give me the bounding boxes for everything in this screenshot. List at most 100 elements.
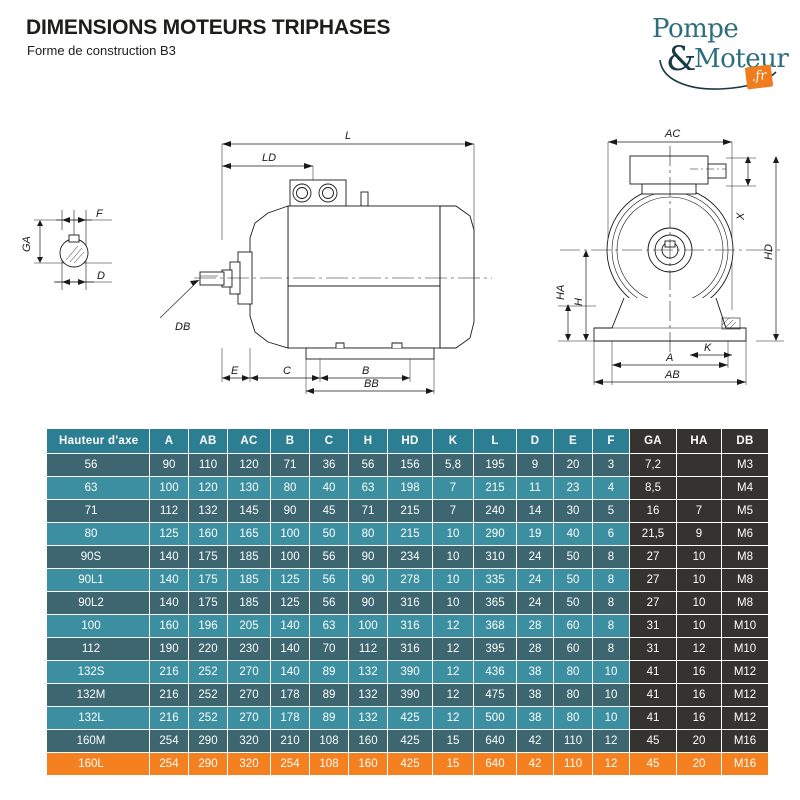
cell-k: 12 <box>433 684 473 706</box>
cell-ga: 41 <box>630 684 676 706</box>
cell-ab: 252 <box>189 684 227 706</box>
svg-text:DB: DB <box>175 321 190 333</box>
cell-ga: 41 <box>630 661 676 683</box>
cell-db: M10 <box>722 615 768 637</box>
cell-h: 80 <box>349 523 387 545</box>
col-header-db: DB <box>722 429 768 453</box>
svg-text:X: X <box>735 212 747 221</box>
cell-e: 110 <box>554 753 592 775</box>
cell-d: 14 <box>517 500 553 522</box>
cell-k: 7 <box>433 477 473 499</box>
cell-db: M16 <box>722 730 768 752</box>
cell-l: 395 <box>474 638 516 660</box>
col-header-ac: AC <box>228 429 270 453</box>
cell-l: 500 <box>474 707 516 729</box>
cell-ab: 175 <box>189 546 227 568</box>
cell-b: 178 <box>271 684 309 706</box>
motor-end-elevation: AC <box>555 128 784 385</box>
cell-hd: 425 <box>388 730 432 752</box>
cell-b: 100 <box>271 523 309 545</box>
cell-a: 254 <box>150 753 188 775</box>
cell-hauteur-daxe: 112 <box>47 638 149 660</box>
cell-d: 24 <box>517 569 553 591</box>
col-header-e: E <box>554 429 592 453</box>
cell-e: 20 <box>554 454 592 476</box>
cell-l: 215 <box>474 477 516 499</box>
cell-hauteur-daxe: 56 <box>47 454 149 476</box>
brand-logo[interactable]: Pompe & Moteur .fr <box>642 14 792 94</box>
cell-k: 10 <box>433 592 473 614</box>
cell-ga: 41 <box>630 707 676 729</box>
cell-c: 70 <box>310 638 348 660</box>
col-header-f: F <box>593 429 629 453</box>
cell-f: 8 <box>593 592 629 614</box>
logo-text-pompe: Pompe <box>652 14 739 44</box>
cell-k: 12 <box>433 661 473 683</box>
cell-d: 19 <box>517 523 553 545</box>
cell-c: 108 <box>310 753 348 775</box>
cell-l: 335 <box>474 569 516 591</box>
cell-f: 10 <box>593 707 629 729</box>
cell-e: 23 <box>554 477 592 499</box>
col-header-hd: HD <box>388 429 432 453</box>
cell-ha: 20 <box>677 753 721 775</box>
col-header-l: L <box>474 429 516 453</box>
cell-ab: 175 <box>189 592 227 614</box>
cell-db: M8 <box>722 592 768 614</box>
cell-db: M12 <box>722 661 768 683</box>
cell-a: 140 <box>150 569 188 591</box>
cell-h: 71 <box>349 500 387 522</box>
cell-a: 254 <box>150 730 188 752</box>
col-header-b: B <box>271 429 309 453</box>
page-subtitle: Forme de construction B3 <box>27 43 176 58</box>
cell-a: 216 <box>150 661 188 683</box>
cell-c: 36 <box>310 454 348 476</box>
cell-l: 195 <box>474 454 516 476</box>
cell-b: 140 <box>271 661 309 683</box>
cell-f: 8 <box>593 638 629 660</box>
cell-e: 80 <box>554 684 592 706</box>
cell-ab: 196 <box>189 615 227 637</box>
cell-ha <box>677 454 721 476</box>
cell-b: 71 <box>271 454 309 476</box>
cell-hauteur-daxe: 132L <box>47 707 149 729</box>
cell-e: 110 <box>554 730 592 752</box>
cell-k: 10 <box>433 523 473 545</box>
cell-ac: 165 <box>228 523 270 545</box>
cell-d: 38 <box>517 707 553 729</box>
cell-c: 50 <box>310 523 348 545</box>
cell-hd: 156 <box>388 454 432 476</box>
cell-l: 475 <box>474 684 516 706</box>
cell-ac: 130 <box>228 477 270 499</box>
cell-b: 254 <box>271 753 309 775</box>
svg-text:HA: HA <box>555 285 567 300</box>
cell-e: 60 <box>554 615 592 637</box>
technical-drawing: GA F D L LD <box>21 128 784 394</box>
cell-h: 160 <box>349 730 387 752</box>
cell-ac: 185 <box>228 592 270 614</box>
page-title: DIMENSIONS MOTEURS TRIPHASES <box>26 16 391 39</box>
cell-hd: 198 <box>388 477 432 499</box>
cell-ab: 290 <box>189 753 227 775</box>
cell-hd: 215 <box>388 523 432 545</box>
cell-l: 240 <box>474 500 516 522</box>
cell-c: 56 <box>310 569 348 591</box>
cell-h: 160 <box>349 753 387 775</box>
cell-a: 140 <box>150 592 188 614</box>
cell-c: 56 <box>310 592 348 614</box>
cell-d: 9 <box>517 454 553 476</box>
cell-db: M12 <box>722 707 768 729</box>
cell-hauteur-daxe: 100 <box>47 615 149 637</box>
cell-ab: 252 <box>189 707 227 729</box>
cell-k: 10 <box>433 546 473 568</box>
cell-e: 50 <box>554 569 592 591</box>
